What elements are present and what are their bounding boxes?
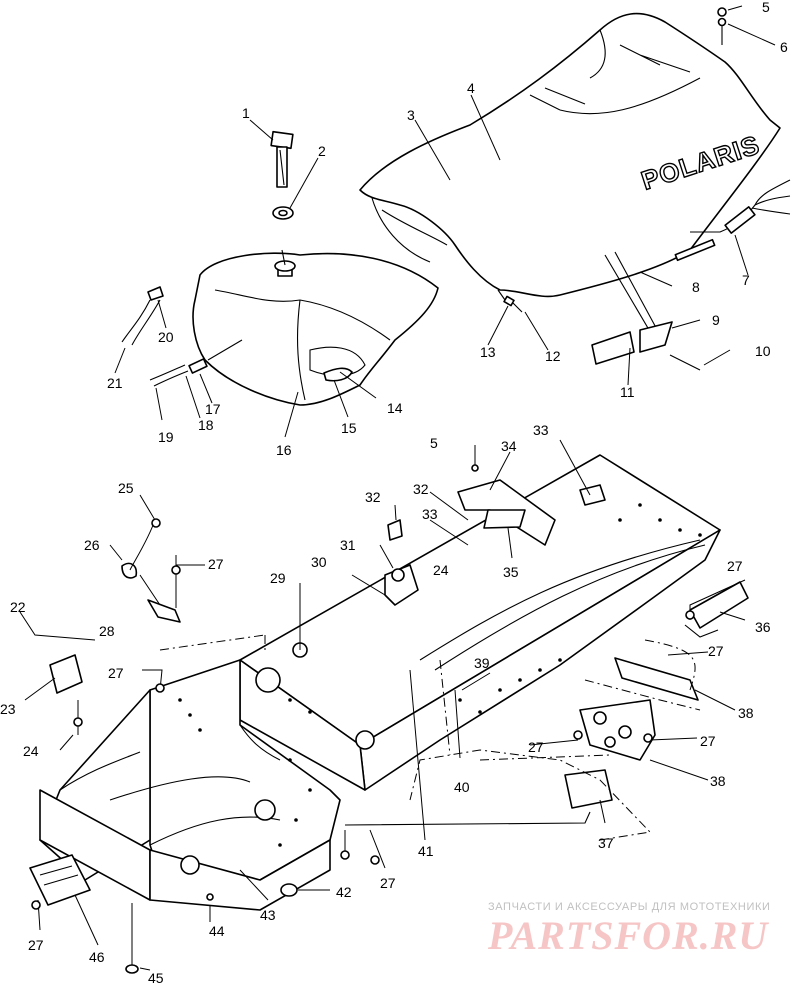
callout-29: 29 bbox=[270, 570, 286, 586]
callout-31: 31 bbox=[340, 537, 356, 553]
callout-16: 16 bbox=[276, 442, 292, 458]
callout-4: 4 bbox=[467, 80, 475, 96]
assembly-lines bbox=[159, 634, 701, 841]
callout-27-f: 27 bbox=[700, 733, 716, 749]
callout-41: 41 bbox=[418, 843, 434, 859]
callout-17: 17 bbox=[205, 401, 221, 417]
callout-27-b: 27 bbox=[108, 665, 124, 681]
callout-5: 5 bbox=[762, 0, 770, 15]
callout-26: 26 bbox=[84, 537, 100, 553]
callout-20: 20 bbox=[158, 329, 174, 345]
fasteners bbox=[31, 464, 695, 910]
seat: POLARIS bbox=[359, 7, 781, 313]
callout-7: 7 bbox=[742, 272, 750, 288]
callout-19: 19 bbox=[158, 429, 174, 445]
callout-15: 15 bbox=[341, 420, 357, 436]
callout-27-h: 27 bbox=[727, 558, 743, 574]
callout-43: 43 bbox=[260, 907, 276, 923]
callout-32-a: 32 bbox=[365, 489, 381, 505]
callout-37: 37 bbox=[598, 835, 614, 851]
callout-1: 1 bbox=[242, 105, 250, 121]
callout-27-g: 27 bbox=[708, 643, 724, 659]
seat-latch-bracket bbox=[591, 251, 701, 371]
callout-30: 30 bbox=[311, 554, 327, 570]
callout-24-right: 24 bbox=[433, 562, 449, 578]
callout-39: 39 bbox=[474, 655, 490, 671]
callout-24-left: 24 bbox=[23, 743, 39, 759]
callout-labels: 1 2 3 4 5 6 7 8 9 10 11 12 13 14 15 16 1… bbox=[0, 0, 788, 986]
leader-lines bbox=[19, 5, 776, 971]
callout-6: 6 bbox=[780, 39, 788, 55]
callout-34: 34 bbox=[501, 438, 517, 454]
callout-18: 18 bbox=[198, 417, 214, 433]
callout-5-b: 5 bbox=[430, 435, 438, 451]
callout-3: 3 bbox=[407, 107, 415, 123]
callout-33-b: 33 bbox=[422, 506, 438, 522]
callout-2: 2 bbox=[318, 143, 326, 159]
callout-36: 36 bbox=[755, 619, 771, 635]
callout-27-e: 27 bbox=[528, 739, 544, 755]
callout-27-d: 27 bbox=[380, 875, 396, 891]
watermark-tagline: ЗАПЧАСТИ И АКСЕССУАРЫ ДЛЯ МОТОТЕХНИКИ bbox=[488, 901, 771, 913]
callout-46: 46 bbox=[89, 949, 105, 965]
callout-13: 13 bbox=[480, 344, 496, 360]
callout-27-a: 27 bbox=[208, 556, 224, 572]
wire-harness bbox=[674, 179, 791, 262]
callout-42: 42 bbox=[336, 884, 352, 900]
callout-32-b: 32 bbox=[413, 481, 429, 497]
fuel-tank bbox=[192, 252, 439, 406]
watermark-logo: PARTSFOR.RU bbox=[488, 913, 769, 958]
callout-25: 25 bbox=[118, 480, 134, 496]
callout-8: 8 bbox=[692, 279, 700, 295]
callout-14: 14 bbox=[387, 400, 403, 416]
fuel-lines bbox=[121, 286, 353, 387]
callout-38-a: 38 bbox=[738, 705, 754, 721]
callout-38-b: 38 bbox=[710, 773, 726, 789]
callout-27-c: 27 bbox=[28, 937, 44, 953]
callout-9: 9 bbox=[712, 312, 720, 328]
callout-40: 40 bbox=[454, 779, 470, 795]
callout-11: 11 bbox=[620, 384, 635, 400]
callout-28: 28 bbox=[99, 623, 115, 639]
callout-45: 45 bbox=[148, 970, 164, 986]
callout-33-a: 33 bbox=[533, 422, 549, 438]
callout-23: 23 bbox=[0, 701, 16, 717]
callout-35: 35 bbox=[503, 564, 519, 580]
callout-44: 44 bbox=[209, 923, 225, 939]
callout-10: 10 bbox=[755, 343, 771, 359]
callout-22: 22 bbox=[10, 599, 26, 615]
callout-21: 21 bbox=[107, 375, 123, 391]
fuel-cap bbox=[270, 130, 294, 266]
chassis-frame bbox=[29, 454, 749, 974]
callout-12: 12 bbox=[545, 348, 561, 364]
